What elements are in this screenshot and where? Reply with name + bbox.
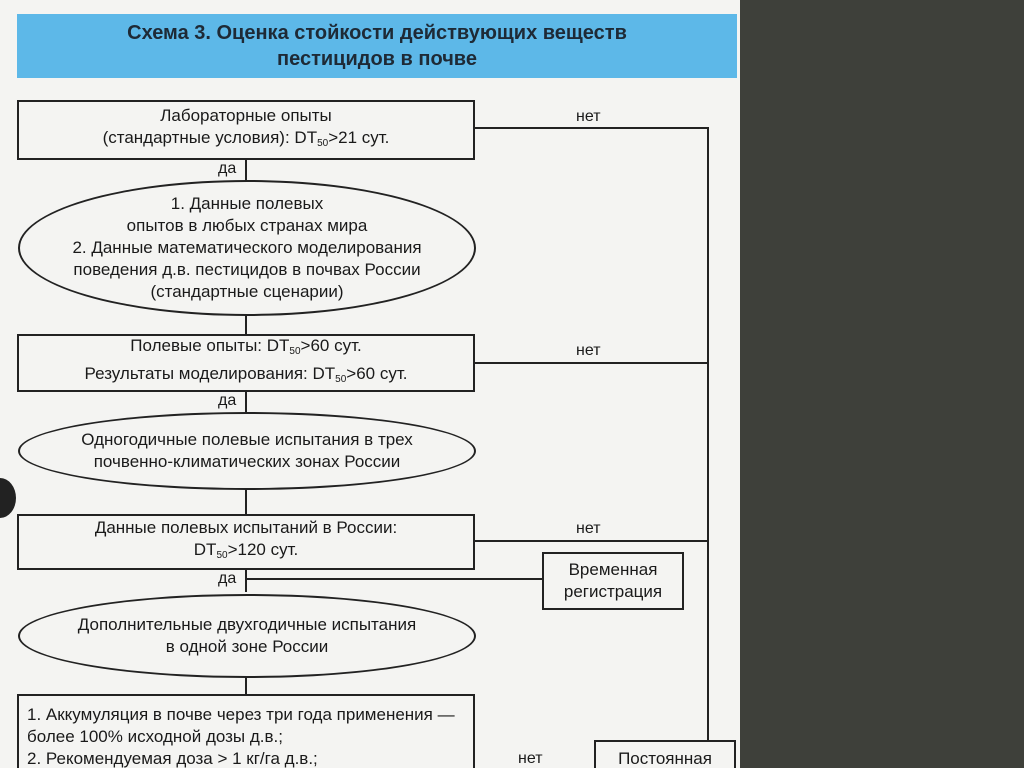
field-experiments-line-1: Полевые опыты: DT50>60 сут.: [130, 336, 362, 357]
accumulation-line-1: 1. Аккумуляция в почве через три года пр…: [27, 705, 455, 724]
no-label-2: нет: [576, 342, 601, 359]
temporary-registration-line-1: Временная: [568, 560, 658, 579]
yes-connector-3: [245, 568, 247, 592]
title-line-1: Схема 3. Оценка стойкости действующих ве…: [127, 22, 627, 44]
field-data-line-2: опытов в любых странах мира: [126, 216, 368, 235]
right-vertical-connector: [707, 127, 709, 740]
yes-connector-1: [245, 158, 247, 182]
no-connector-3: [473, 540, 709, 542]
slide-page: Схема 3. Оценка стойкости действующих ве…: [0, 0, 740, 768]
accumulation-criteria-box: 1. Аккумуляция в почве через три года пр…: [17, 694, 475, 768]
yes-label-1: да: [218, 160, 237, 177]
no-connector-1: [473, 127, 709, 129]
title-line-2: пестицидов в почве: [277, 48, 477, 70]
russia-field-data-line-1: Данные полевых испытаний в России:: [94, 518, 398, 537]
accumulation-line-2: более 100% исходной дозы д.в.;: [27, 727, 283, 746]
lab-experiments-box: Лабораторные опыты (стандартные условия)…: [17, 100, 475, 160]
edge-mark: [0, 478, 16, 518]
accumulation-line-3: 2. Рекомендуемая доза > 1 кг/га д.в.;: [27, 749, 318, 768]
temp-reg-connector: [246, 578, 542, 580]
field-experiments-box: Полевые опыты: DT50>60 сут. Результаты м…: [17, 334, 475, 392]
yes-label-2: да: [218, 392, 237, 409]
lab-experiments-line-1: Лабораторные опыты: [160, 106, 332, 125]
field-experiments-line-2: Результаты моделирования: DT50>60 сут.: [84, 364, 408, 385]
russia-field-data-box: Данные полевых испытаний в России: DT50>…: [17, 514, 475, 570]
yes-label-3: да: [218, 570, 237, 587]
diagram-title: Схема 3. Оценка стойкости действующих ве…: [17, 14, 737, 78]
no-label-3: нет: [576, 520, 601, 537]
field-data-line-4: поведения д.в. пестицидов в почвах Росси…: [73, 260, 421, 279]
two-year-trials-line-2: в одной зоне России: [165, 637, 329, 656]
dark-background-panel: [740, 0, 1024, 768]
no-connector-2: [473, 362, 709, 364]
two-year-trials-line-1: Дополнительные двухгодичные испытания: [77, 615, 417, 634]
ellipse1-to-box2: [245, 314, 247, 336]
one-year-trials-line-1: Одногодичные полевые испытания в трех: [81, 430, 413, 449]
permanent-registration-line-1: Постоянная: [618, 749, 712, 768]
ellipse2-to-box3: [245, 488, 247, 516]
two-year-trials-ellipse: Дополнительные двухгодичные испытания в …: [18, 594, 476, 678]
field-data-line-3: 2. Данные математического моделирования: [72, 238, 422, 257]
field-data-line-1: 1. Данные полевых: [170, 194, 324, 213]
temporary-registration-line-2: регистрация: [563, 582, 663, 601]
no-label-1: нет: [576, 108, 601, 125]
yes-connector-2: [245, 390, 247, 412]
no-label-4: нет: [518, 750, 543, 767]
field-data-ellipse: 1. Данные полевых опытов в любых странах…: [18, 180, 476, 316]
lab-experiments-line-2: (стандартные условия): DT50>21 сут.: [102, 128, 390, 149]
permanent-registration-box: Постоянная: [594, 740, 736, 768]
ellipse3-to-box4: [245, 676, 247, 696]
field-data-line-5: (стандартные сценарии): [150, 282, 344, 301]
one-year-trials-line-2: почвенно-климатических зонах России: [93, 452, 401, 471]
russia-field-data-line-2: DT50>120 сут.: [193, 540, 299, 561]
temporary-registration-box: Временная регистрация: [542, 552, 684, 610]
one-year-trials-ellipse: Одногодичные полевые испытания в трех по…: [18, 412, 476, 490]
